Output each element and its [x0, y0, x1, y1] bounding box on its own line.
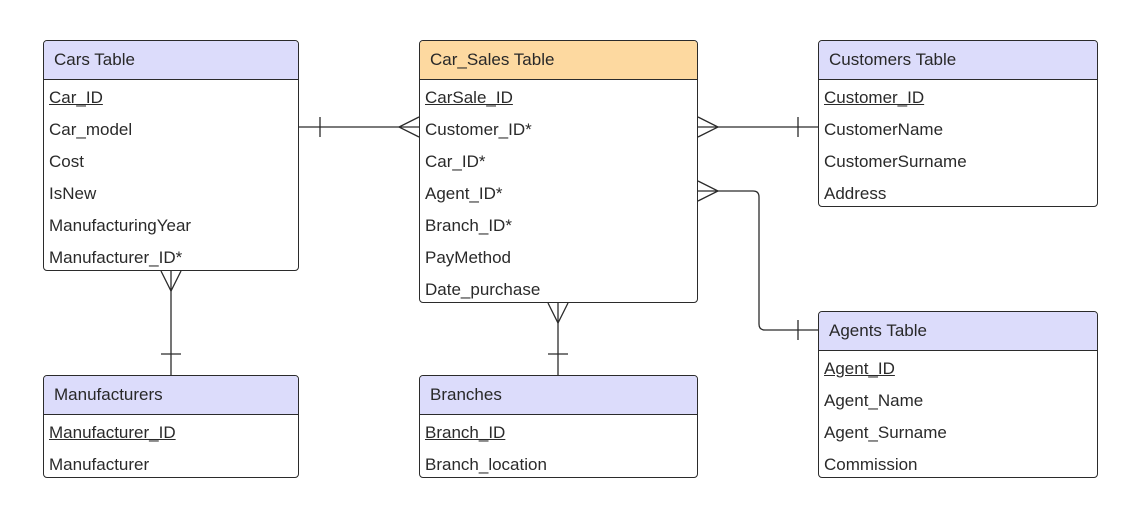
relationship-cars-carsales	[299, 116, 420, 138]
table-header[interactable]: Car_Sales Table	[420, 41, 697, 80]
field: Address	[824, 184, 887, 203]
table-header[interactable]: Agents Table	[819, 312, 1097, 351]
relationship-manufacturers-cars	[160, 270, 182, 375]
manufacturers-table[interactable]: Manufacturers Manufacturer_ID Manufactur…	[43, 375, 299, 478]
field-primary-key: Car_ID	[49, 88, 103, 107]
field: CustomerName	[824, 120, 944, 139]
table-header[interactable]: Customers Table	[819, 41, 1097, 80]
field-list: Manufacturer_ID Manufacturer	[44, 415, 298, 477]
field-list: Car_ID Car_model Cost IsNew Manufacturin…	[44, 80, 298, 270]
field: Date_purchase	[425, 280, 541, 299]
customers-table[interactable]: Customers Table Customer_ID CustomerName…	[818, 40, 1098, 207]
relationship-customers-carsales	[697, 116, 818, 138]
field-primary-key: Manufacturer_ID	[49, 423, 176, 442]
field: Car_model	[49, 120, 133, 139]
field-list: CarSale_ID Customer_ID* Car_ID* Agent_ID…	[420, 80, 697, 302]
agents-table[interactable]: Agents Table Agent_ID Agent_Name Agent_S…	[818, 311, 1098, 478]
cars-table[interactable]: Cars Table Car_ID Car_model Cost IsNew M…	[43, 40, 299, 271]
field-list: Customer_ID CustomerName CustomerSurname…	[819, 80, 1097, 206]
relationship-agents-carsales	[697, 180, 818, 340]
field: Agent_Surname	[824, 423, 947, 442]
field: Agent_Name	[824, 391, 924, 410]
field-foreign-key: Manufacturer_ID*	[49, 248, 183, 267]
field: Cost	[49, 152, 84, 171]
field: Branch_location	[425, 455, 547, 474]
field-foreign-key: Customer_ID*	[425, 120, 532, 139]
car-sales-table[interactable]: Car_Sales Table CarSale_ID Customer_ID* …	[419, 40, 698, 303]
field-foreign-key: Branch_ID*	[425, 216, 512, 235]
field-foreign-key: Car_ID*	[425, 152, 486, 171]
field: ManufacturingYear	[49, 216, 192, 235]
field-primary-key: Branch_ID	[425, 423, 506, 442]
field: IsNew	[49, 184, 97, 203]
table-header[interactable]: Branches	[420, 376, 697, 415]
field-primary-key: CarSale_ID	[425, 88, 513, 107]
field-list: Agent_ID Agent_Name Agent_Surname Commis…	[819, 351, 1097, 477]
field: CustomerSurname	[824, 152, 967, 171]
field: Commission	[824, 455, 918, 474]
field-list: Branch_ID Branch_location	[420, 415, 697, 477]
field-primary-key: Customer_ID	[824, 88, 925, 107]
field-primary-key: Agent_ID	[824, 359, 895, 378]
branches-table[interactable]: Branches Branch_ID Branch_location	[419, 375, 698, 478]
table-header[interactable]: Manufacturers	[44, 376, 298, 415]
field: Manufacturer	[49, 455, 150, 474]
relationship-branches-carsales	[547, 302, 569, 375]
table-header[interactable]: Cars Table	[44, 41, 298, 80]
field: PayMethod	[425, 248, 511, 267]
field-foreign-key: Agent_ID*	[425, 184, 503, 203]
